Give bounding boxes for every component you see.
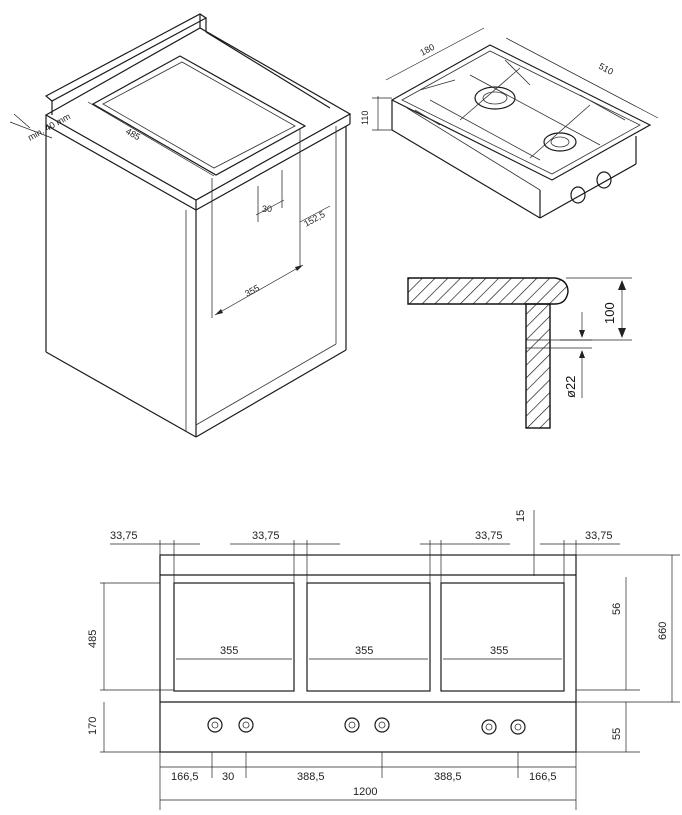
- knob-2: [596, 171, 612, 189]
- hole-width-label: 30: [262, 204, 272, 214]
- panel-3: [440, 582, 565, 692]
- wall-section: [525, 303, 551, 429]
- burner-large: [474, 86, 516, 110]
- worktop: [44, 27, 352, 201]
- front-outline: [159, 554, 577, 753]
- worktop-section: [407, 277, 569, 305]
- cut-width-label: 355: [243, 283, 261, 299]
- front-view: 355 355 355 33,75 33,75 33,75 33,75 15 4…: [87, 510, 680, 810]
- burner-small: [543, 132, 577, 152]
- hob-top: [390, 44, 652, 181]
- panel-height-left: 485: [87, 630, 99, 648]
- cabinet-drawing: 485 min. 40 mm 30 152,5 355: [9, 13, 352, 438]
- section-detail: 100 ø22: [407, 277, 632, 429]
- gap-1-label: 33,75: [110, 530, 138, 542]
- panel-2-width: 355: [355, 645, 373, 657]
- bottom-dim-4: 388,5: [434, 771, 462, 783]
- knob-1: [570, 186, 586, 204]
- worktop-cutout: [91, 55, 307, 176]
- panel-1: [173, 582, 295, 692]
- section-height-label: 100: [602, 302, 617, 324]
- bottom-dim-2: 30: [222, 771, 234, 783]
- section-hole-label: ø22: [563, 376, 578, 398]
- hob-isometric: 180 510 110: [360, 27, 659, 219]
- panel-3-width: 355: [490, 645, 508, 657]
- hob-height-label: 110: [360, 111, 370, 125]
- gap-4-label: 33,75: [585, 530, 613, 542]
- hole-offset-label: 152,5: [302, 209, 327, 229]
- lower-height-left: 170: [87, 717, 99, 735]
- hob-width-label: 510: [597, 61, 615, 77]
- total-height-label: 660: [657, 622, 669, 640]
- bottom-dim-1: 166,5: [171, 771, 199, 783]
- total-width-label: 1200: [353, 786, 377, 798]
- gap-3-label: 33,75: [475, 530, 503, 542]
- panel-height-right: 56: [611, 603, 623, 615]
- front-knobs: [207, 717, 526, 735]
- panel-1-width: 355: [220, 645, 238, 657]
- hob-depth-label: 180: [418, 42, 436, 58]
- lower-height-right: 55: [611, 728, 623, 740]
- bottom-dim-5: 166,5: [529, 771, 557, 783]
- top-strip-label: 15: [515, 510, 527, 522]
- cabinet-width-label: 485: [124, 126, 142, 142]
- panel-2: [306, 582, 431, 692]
- bottom-dim-3: 388,5: [297, 771, 325, 783]
- gap-2-label: 33,75: [252, 530, 280, 542]
- min-edge-label: min. 40 mm: [26, 111, 72, 143]
